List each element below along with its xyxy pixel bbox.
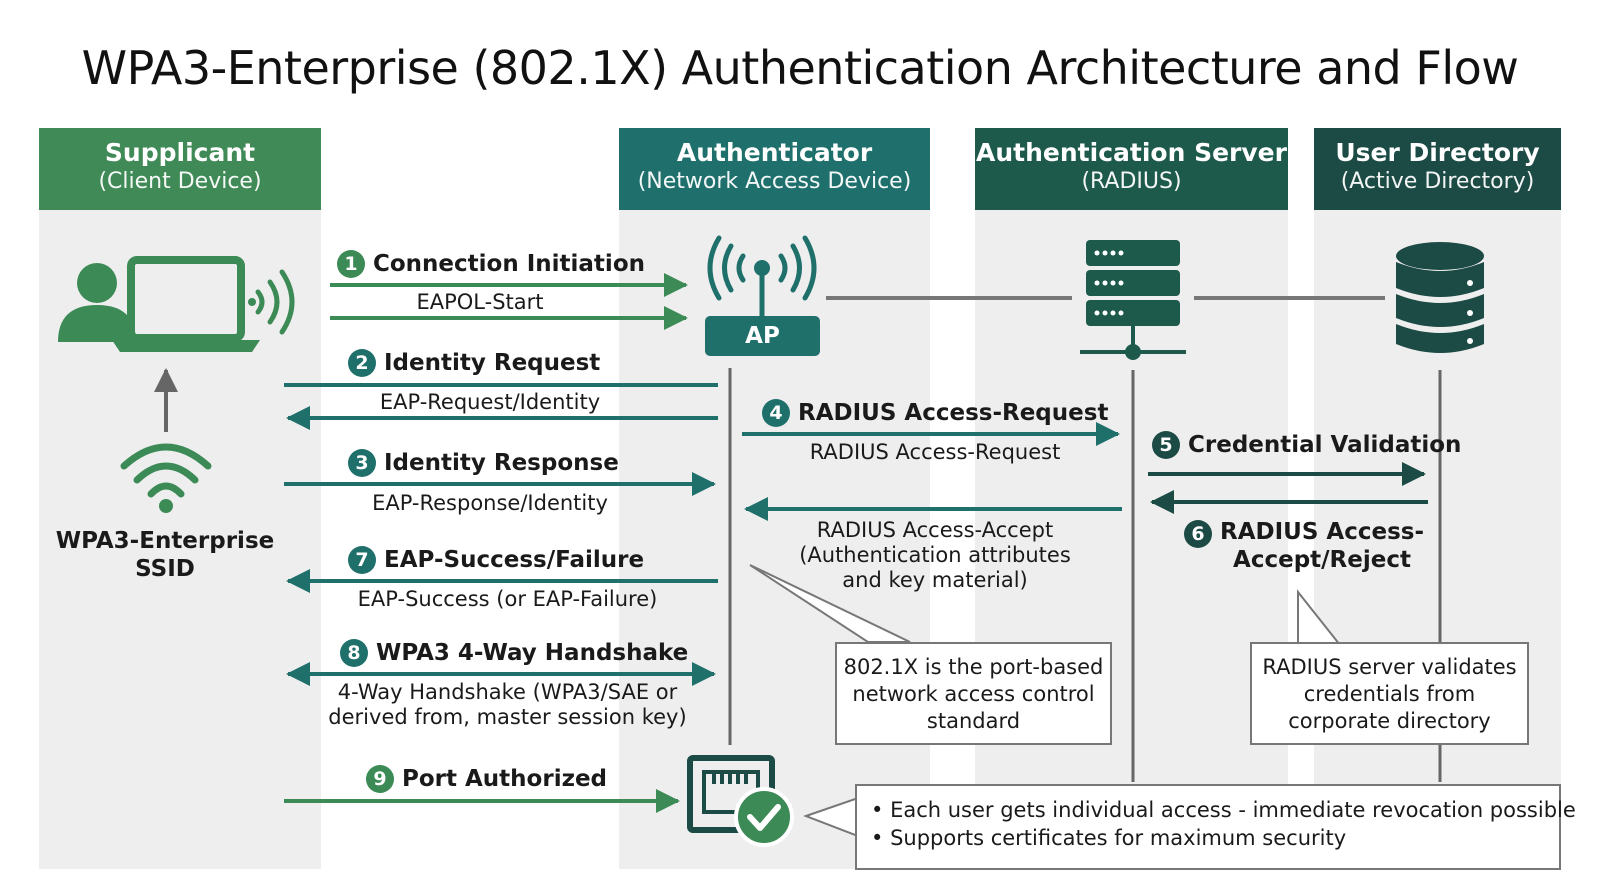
step-6-title-line1: RADIUS Access- — [1220, 519, 1425, 545]
note-text: Each user gets individual access - immed… — [890, 798, 1576, 822]
step-5-label: 5 Credential Validation — [1152, 430, 1461, 460]
step-2-message: EAP-Request/Identity — [379, 390, 601, 414]
step-9-label: 9 Port Authorized — [366, 764, 607, 794]
access-point-icon — [705, 235, 820, 356]
callout-dot1x: 802.1X is the port-based network access … — [835, 642, 1112, 745]
callout-dot1x-line1: 802.1X is the port-based — [843, 655, 1104, 679]
ssid-line2: SSID — [135, 556, 195, 582]
step-title: Identity Request — [384, 350, 601, 376]
lane-subtitle: (Client Device) — [98, 169, 262, 194]
step-number: 3 — [348, 449, 376, 477]
lane-title: Supplicant — [104, 138, 256, 167]
callout-radius: RADIUS server validates credentials from… — [1250, 642, 1529, 745]
lane-authenticator-bg — [619, 128, 930, 869]
step-title: Port Authorized — [402, 766, 608, 792]
step-1-label: 1 Connection Initiation — [337, 249, 645, 279]
step-number: 6 — [1184, 520, 1212, 548]
step-8-message-line1: 4-Way Handshake (WPA3/SAE or — [337, 680, 678, 704]
lane-header-supplicant: Supplicant (Client Device) — [39, 128, 321, 210]
radius-accept-line1: RADIUS Access-Accept — [816, 518, 1054, 542]
database-icon — [1396, 242, 1484, 353]
callout-pointer-radius — [1297, 589, 1343, 646]
step-8-message: 4-Way Handshake (WPA3/SAE or derived fro… — [320, 680, 695, 730]
step-6-title-line2: Accept/Reject — [1233, 547, 1411, 573]
note-text: Supports certificates for maximum securi… — [890, 826, 1347, 850]
step-3-label: 3 Identity Response — [348, 448, 619, 478]
step-title: Connection Initiation — [373, 251, 645, 277]
notes-pointer — [803, 796, 859, 838]
step-7-label: 7 EAP-Success/Failure — [348, 545, 644, 575]
callout-radius-line3: corporate directory — [1288, 709, 1491, 733]
step-4-label: 4 RADIUS Access-Request — [762, 398, 1108, 428]
step-title: Credential Validation — [1188, 432, 1462, 458]
lane-subtitle: (Network Access Device) — [637, 169, 912, 194]
wifi-icon — [120, 443, 212, 513]
step-number: 4 — [762, 399, 790, 427]
radius-accept-message: RADIUS Access-Accept (Authentication att… — [785, 518, 1085, 593]
step-2-label: 2 Identity Request — [348, 348, 600, 378]
step-number: 7 — [348, 546, 376, 574]
note-item: • Each user gets individual access - imm… — [871, 798, 1576, 822]
step-3-message: EAP-Response/Identity — [372, 491, 608, 515]
callout-radius-line2: credentials from — [1303, 682, 1476, 706]
callout-radius-line1: RADIUS server validates — [1262, 655, 1517, 679]
lane-title: Authenticator — [676, 138, 873, 167]
callout-dot1x-line3: standard — [926, 709, 1021, 733]
lane-subtitle: (RADIUS) — [1081, 169, 1182, 194]
step-8-label: 8 WPA3 4-Way Handshake — [340, 638, 688, 668]
step-title: EAP-Success/Failure — [384, 547, 645, 573]
step-number: 1 — [337, 250, 365, 278]
user-laptop-icon — [58, 256, 295, 352]
step-7-message: EAP-Success (or EAP-Failure) — [357, 587, 658, 611]
step-number: 8 — [340, 639, 368, 667]
port-authorized-icon — [687, 755, 794, 847]
lane-header-user-directory: User Directory (Active Directory) — [1314, 128, 1561, 210]
radius-server-icon — [1080, 240, 1186, 360]
ssid-line1: WPA3-Enterprise — [55, 528, 275, 554]
step-number: 9 — [366, 765, 394, 793]
page-title: WPA3-Enterprise (802.1X) Authentication … — [81, 41, 1519, 95]
ap-label: AP — [745, 323, 780, 349]
lane-supplicant-bg — [39, 128, 321, 869]
step-4-message: RADIUS Access-Request — [809, 440, 1061, 464]
notes-box: • Each user gets individual access - imm… — [855, 784, 1576, 870]
lane-title: Authentication Server — [976, 138, 1287, 167]
step-title: RADIUS Access- Accept/Reject — [1220, 518, 1424, 574]
radius-accept-line2: (Authentication attributes — [799, 543, 1071, 567]
step-number: 2 — [348, 349, 376, 377]
step-title: WPA3 4-Way Handshake — [376, 640, 689, 666]
callout-dot1x-line2: network access control — [852, 682, 1095, 706]
lane-header-auth-server: Authentication Server (RADIUS) — [975, 128, 1288, 210]
lane-title: User Directory — [1335, 138, 1540, 167]
step-title: RADIUS Access-Request — [798, 400, 1109, 426]
ssid-label: WPA3-Enterprise SSID — [55, 527, 275, 583]
radius-accept-line3: and key material) — [842, 568, 1028, 592]
step-6-label: 6 RADIUS Access- Accept/Reject — [1184, 518, 1424, 574]
note-item: • Supports certificates for maximum secu… — [871, 826, 1347, 850]
step-number: 5 — [1152, 431, 1180, 459]
lane-subtitle: (Active Directory) — [1340, 169, 1535, 194]
lane-header-authenticator: Authenticator (Network Access Device) — [619, 128, 930, 210]
step-1-message: EAPOL-Start — [416, 290, 544, 314]
step-title: Identity Response — [384, 450, 619, 476]
step-8-message-line2: derived from, master session key) — [328, 705, 687, 729]
